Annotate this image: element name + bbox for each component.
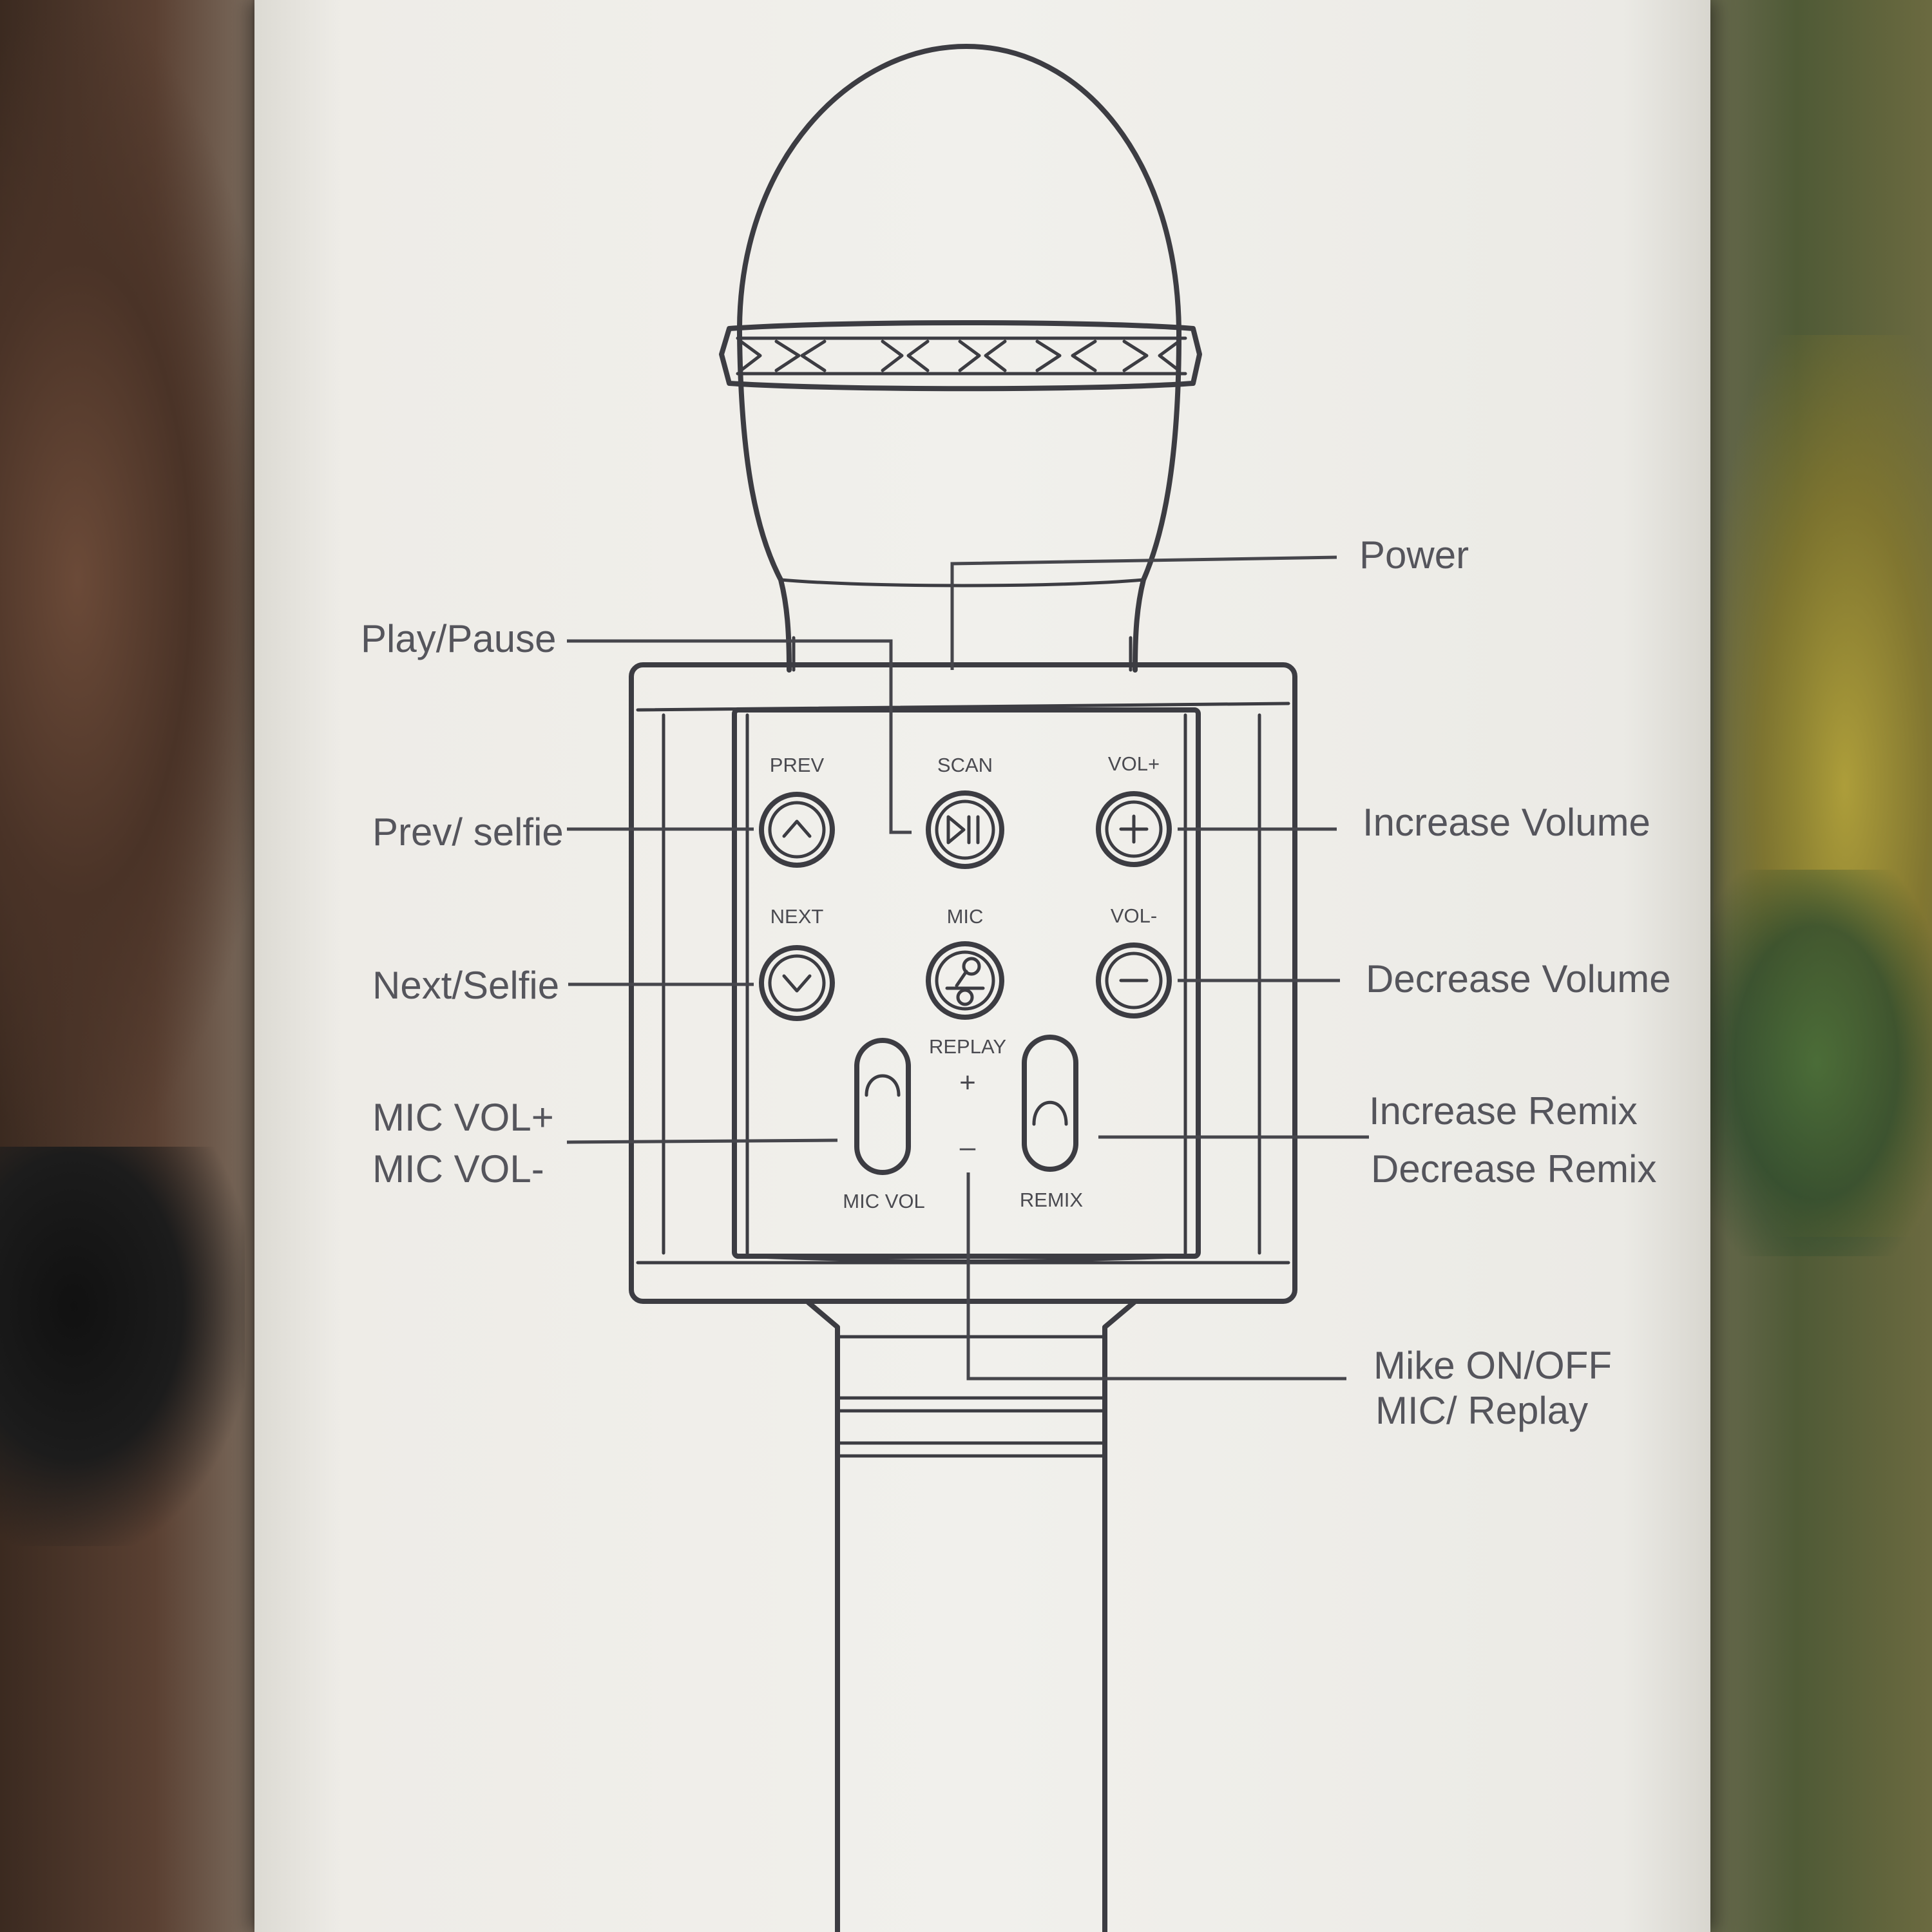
mic-vol-slider[interactable] — [854, 1038, 911, 1175]
mic-handle — [806, 1300, 1136, 1932]
scan-play-pause-button[interactable] — [926, 790, 1004, 869]
remix-slider-knob[interactable] — [1032, 1100, 1068, 1126]
play-pause-icon — [946, 815, 980, 845]
replay-label: REPLAY — [929, 1035, 1006, 1058]
mic-label: MIC — [947, 905, 984, 928]
vol-minus-button[interactable] — [1096, 942, 1172, 1019]
mike-on-off-callout: Mike ON/OFF — [1373, 1344, 1612, 1387]
remix-label: REMIX — [1020, 1189, 1084, 1211]
plus-icon — [1119, 814, 1149, 844]
chevron-up-icon — [782, 819, 812, 838]
mic-replay-button[interactable] — [926, 941, 1004, 1020]
remix-slider[interactable] — [1022, 1035, 1078, 1172]
mic-decorative-ring — [719, 320, 1202, 392]
decrease-volume-callout: Decrease Volume — [1366, 957, 1671, 1000]
prev-label: PREV — [770, 754, 825, 776]
power-callout: Power — [1359, 533, 1469, 577]
prev-selfie-callout: Prev/ selfie — [372, 810, 564, 854]
next-label: NEXT — [770, 905, 824, 928]
play-pause-callout: Play/Pause — [361, 617, 557, 660]
increase-remix-callout: Increase Remix — [1369, 1089, 1638, 1133]
microphone-icon — [945, 957, 985, 1006]
chevron-down-icon — [782, 974, 812, 993]
background-toy-blur-green — [1701, 870, 1932, 1256]
mic-vol-minus-callout: MIC VOL- — [372, 1147, 544, 1191]
leader-lines — [566, 555, 1369, 1381]
mic-vol-plus-callout: MIC VOL+ — [372, 1096, 554, 1139]
scan-label: SCAN — [937, 754, 993, 776]
vol-minus-label: VOL- — [1111, 904, 1157, 927]
vol-plus-label: VOL+ — [1108, 752, 1160, 775]
minus-sign-label: – — [960, 1131, 976, 1163]
plus-sign-label: + — [959, 1067, 976, 1098]
hand-shadow — [0, 1147, 245, 1546]
increase-volume-callout: Increase Volume — [1363, 801, 1650, 844]
mic-vol-slider-knob[interactable] — [865, 1074, 901, 1097]
vol-plus-button[interactable] — [1096, 791, 1172, 867]
decrease-remix-callout: Decrease Remix — [1371, 1147, 1656, 1191]
prev-button[interactable] — [759, 792, 835, 868]
mic-vol-label: MIC VOL — [843, 1190, 924, 1212]
next-button[interactable] — [759, 945, 835, 1021]
mic-replay-callout: MIC/ Replay — [1375, 1389, 1588, 1432]
next-selfie-callout: Next/Selfie — [372, 964, 559, 1007]
